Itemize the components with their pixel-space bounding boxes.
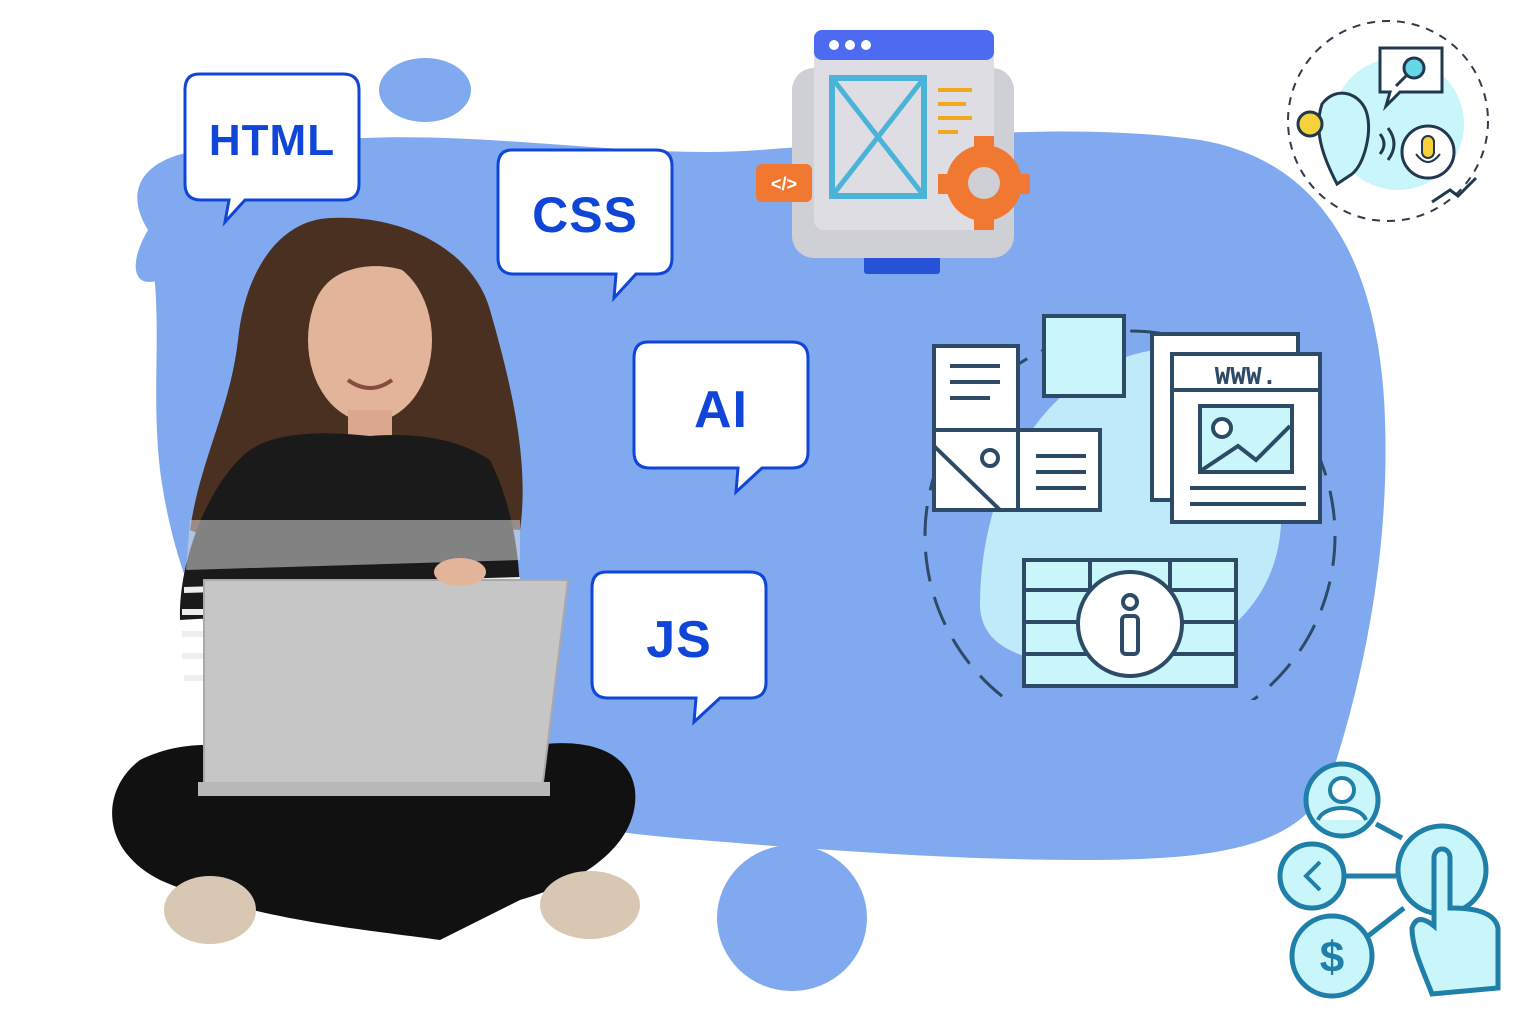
hair-front	[310, 249, 435, 310]
code-tag-icon: </>	[756, 164, 812, 202]
css-bubble-shape	[496, 148, 674, 303]
www-label: WWW.	[1215, 362, 1277, 392]
pointing-hand-icon	[1409, 846, 1501, 997]
sweater-lace-band	[186, 520, 520, 570]
ai-bubble: AI	[632, 340, 810, 496]
background-blob-bottom	[717, 845, 867, 991]
woman-with-laptop-photo	[112, 217, 640, 944]
background-blob-top	[379, 58, 471, 122]
firewall-info-icon	[1022, 558, 1238, 688]
gear-icon	[938, 136, 1030, 230]
www-browser-icon	[1150, 332, 1322, 524]
html-bubble-shape	[183, 72, 361, 227]
dollar-icon	[1289, 913, 1375, 999]
web-design-monitor-icon: </>	[756, 30, 1030, 274]
robot-head-shape	[1317, 91, 1371, 187]
automation-process-icon: $	[1277, 761, 1501, 999]
html-bubble-label: HTML	[208, 116, 336, 165]
puzzle-icon	[932, 314, 1126, 512]
right-shoe	[540, 871, 640, 939]
laptop-shape	[198, 579, 570, 796]
clock-icon	[1277, 841, 1347, 911]
css-bubble-label: CSS	[532, 187, 638, 243]
svg-text:$: $	[1320, 933, 1344, 982]
smile-shape	[346, 378, 394, 390]
js-bubble-shape	[590, 570, 768, 726]
web-components-icon: WWW.	[923, 314, 1337, 700]
left-shoe	[164, 876, 256, 944]
svg-text:</>: </>	[771, 174, 797, 194]
ai-assistant-icon	[1287, 20, 1489, 222]
face-shape	[308, 258, 432, 422]
js-bubble: JS	[590, 570, 768, 726]
js-bubble-label: JS	[646, 611, 712, 669]
hand-shape	[434, 558, 486, 586]
background-blob-tail	[135, 180, 215, 282]
ai-bubble-shape	[632, 340, 810, 496]
ai-bubble-label: AI	[694, 381, 748, 439]
css-bubble: CSS	[496, 148, 674, 303]
html-bubble: HTML	[183, 72, 361, 227]
